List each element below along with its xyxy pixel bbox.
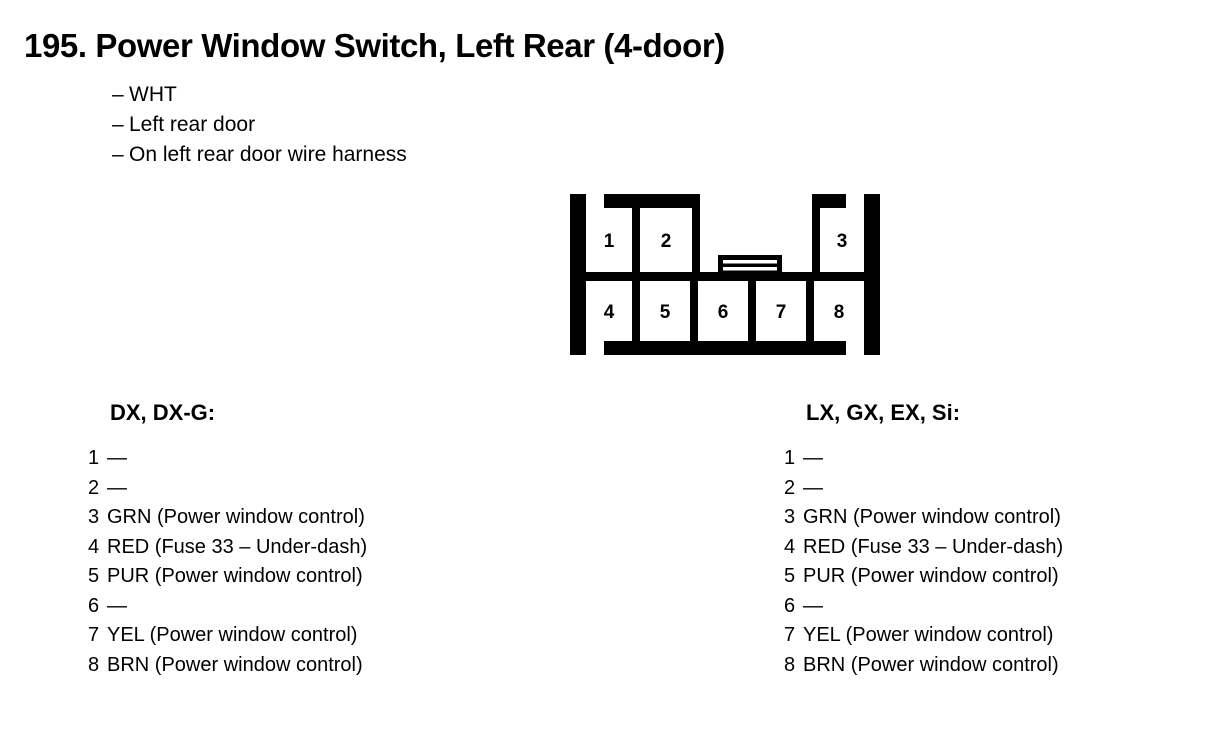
pin-description: — bbox=[107, 594, 127, 617]
pin-description: — bbox=[107, 447, 127, 469]
pin-row: 5 PUR (Power window control) bbox=[88, 562, 367, 592]
pin-label-3: 3 bbox=[837, 231, 848, 252]
pin-row: 6— bbox=[784, 592, 1063, 622]
pin-label-1: 1 bbox=[604, 231, 615, 252]
pin-row: 8 BRN (Power window control) bbox=[784, 651, 1063, 681]
pin-description: — bbox=[803, 594, 823, 617]
pin-label-2: 2 bbox=[661, 231, 672, 252]
pin-description: PUR (Power window control) bbox=[107, 565, 363, 587]
divider-top-1 bbox=[632, 208, 640, 272]
pin-number: 8 bbox=[784, 653, 796, 676]
pin-description: GRN (Power window control) bbox=[803, 506, 1061, 528]
pin-row: 7 YEL (Power window control) bbox=[784, 621, 1063, 651]
pin-number: 7 bbox=[784, 624, 796, 646]
pin-row: 2— bbox=[784, 474, 1063, 504]
pin-number: 2 bbox=[784, 476, 796, 499]
subtitle-item: –Left rear door bbox=[112, 110, 407, 140]
divider-bottom-4 bbox=[806, 281, 814, 341]
connector-diagram: 1 2 3 4 5 6 7 8 bbox=[570, 194, 880, 355]
locking-tab-slot bbox=[723, 267, 777, 271]
pin-description: — bbox=[803, 476, 823, 499]
divider-top-2 bbox=[692, 208, 700, 272]
pin-number: 1 bbox=[784, 447, 796, 469]
pin-table-heading: DX, DX-G: bbox=[110, 400, 216, 425]
pin-row: 4 RED (Fuse 33 – Under-dash) bbox=[88, 533, 367, 563]
dash-marker: – bbox=[112, 113, 124, 136]
pin-description: BRN (Power window control) bbox=[107, 653, 363, 676]
pin-number: 8 bbox=[88, 653, 100, 676]
pin-description: — bbox=[107, 476, 127, 499]
pin-number: 6 bbox=[88, 594, 100, 617]
subtitle-list: –WHT –Left rear door –On left rear door … bbox=[112, 80, 407, 170]
pin-number: 4 bbox=[88, 535, 100, 558]
subtitle-item: –On left rear door wire harness bbox=[112, 140, 407, 170]
divider-top-3 bbox=[812, 208, 820, 272]
pin-label-6: 6 bbox=[718, 302, 729, 323]
pin-description: RED (Fuse 33 – Under-dash) bbox=[107, 535, 368, 558]
pin-row: 3 GRN (Power window control) bbox=[784, 503, 1063, 533]
page-title: 195. Power Window Switch, Left Rear (4-d… bbox=[24, 27, 725, 64]
pin-description: YEL (Power window control) bbox=[803, 624, 1054, 646]
middle-rail bbox=[570, 272, 880, 281]
divider-bottom-1 bbox=[632, 281, 640, 341]
pin-description: BRN (Power window control) bbox=[803, 653, 1059, 676]
pin-number: 7 bbox=[88, 624, 100, 646]
locking-tab-icon bbox=[718, 255, 782, 274]
divider-bottom-3 bbox=[748, 281, 756, 341]
dash-marker: – bbox=[112, 83, 124, 106]
pin-row: 2— bbox=[88, 474, 367, 504]
subtitle-text: Left rear door bbox=[129, 113, 256, 136]
pin-number: 6 bbox=[784, 594, 796, 617]
pin-description: — bbox=[803, 447, 823, 469]
pin-row: 8 BRN (Power window control) bbox=[88, 651, 367, 681]
pin-row: 1— bbox=[88, 444, 367, 474]
pin-description: RED (Fuse 33 – Under-dash) bbox=[803, 535, 1064, 558]
pin-label-5: 5 bbox=[660, 302, 671, 323]
pin-number: 3 bbox=[88, 506, 100, 528]
pin-row: 6— bbox=[88, 592, 367, 622]
dash-marker: – bbox=[112, 143, 124, 166]
pin-number: 2 bbox=[88, 476, 100, 499]
pin-row: 4 RED (Fuse 33 – Under-dash) bbox=[784, 533, 1063, 563]
subtitle-text: WHT bbox=[129, 83, 177, 106]
locking-tab-slot bbox=[723, 260, 777, 264]
divider-bottom-2 bbox=[690, 281, 698, 341]
pin-row: 7 YEL (Power window control) bbox=[88, 621, 367, 651]
pin-row: 5 PUR (Power window control) bbox=[784, 562, 1063, 592]
pin-label-8: 8 bbox=[834, 302, 845, 323]
pin-description: PUR (Power window control) bbox=[803, 565, 1059, 587]
top-right-cavity bbox=[812, 208, 864, 272]
pin-description: YEL (Power window control) bbox=[107, 624, 358, 646]
pin-row: 1— bbox=[784, 444, 1063, 474]
pin-table-heading: LX, GX, EX, Si: bbox=[806, 400, 961, 425]
subtitle-text: On left rear door wire harness bbox=[129, 143, 407, 166]
pin-number: 5 bbox=[784, 565, 796, 587]
pin-label-7: 7 bbox=[776, 302, 787, 323]
pin-row: 3 GRN (Power window control) bbox=[88, 503, 367, 533]
subtitle-item: –WHT bbox=[112, 80, 407, 110]
pin-number: 1 bbox=[88, 447, 100, 469]
top-left-cavity bbox=[586, 208, 700, 272]
pin-description: GRN (Power window control) bbox=[107, 506, 365, 528]
pin-number: 4 bbox=[784, 535, 796, 558]
pin-number: 3 bbox=[784, 506, 796, 528]
pin-label-4: 4 bbox=[604, 302, 615, 323]
pin-number: 5 bbox=[88, 565, 100, 587]
